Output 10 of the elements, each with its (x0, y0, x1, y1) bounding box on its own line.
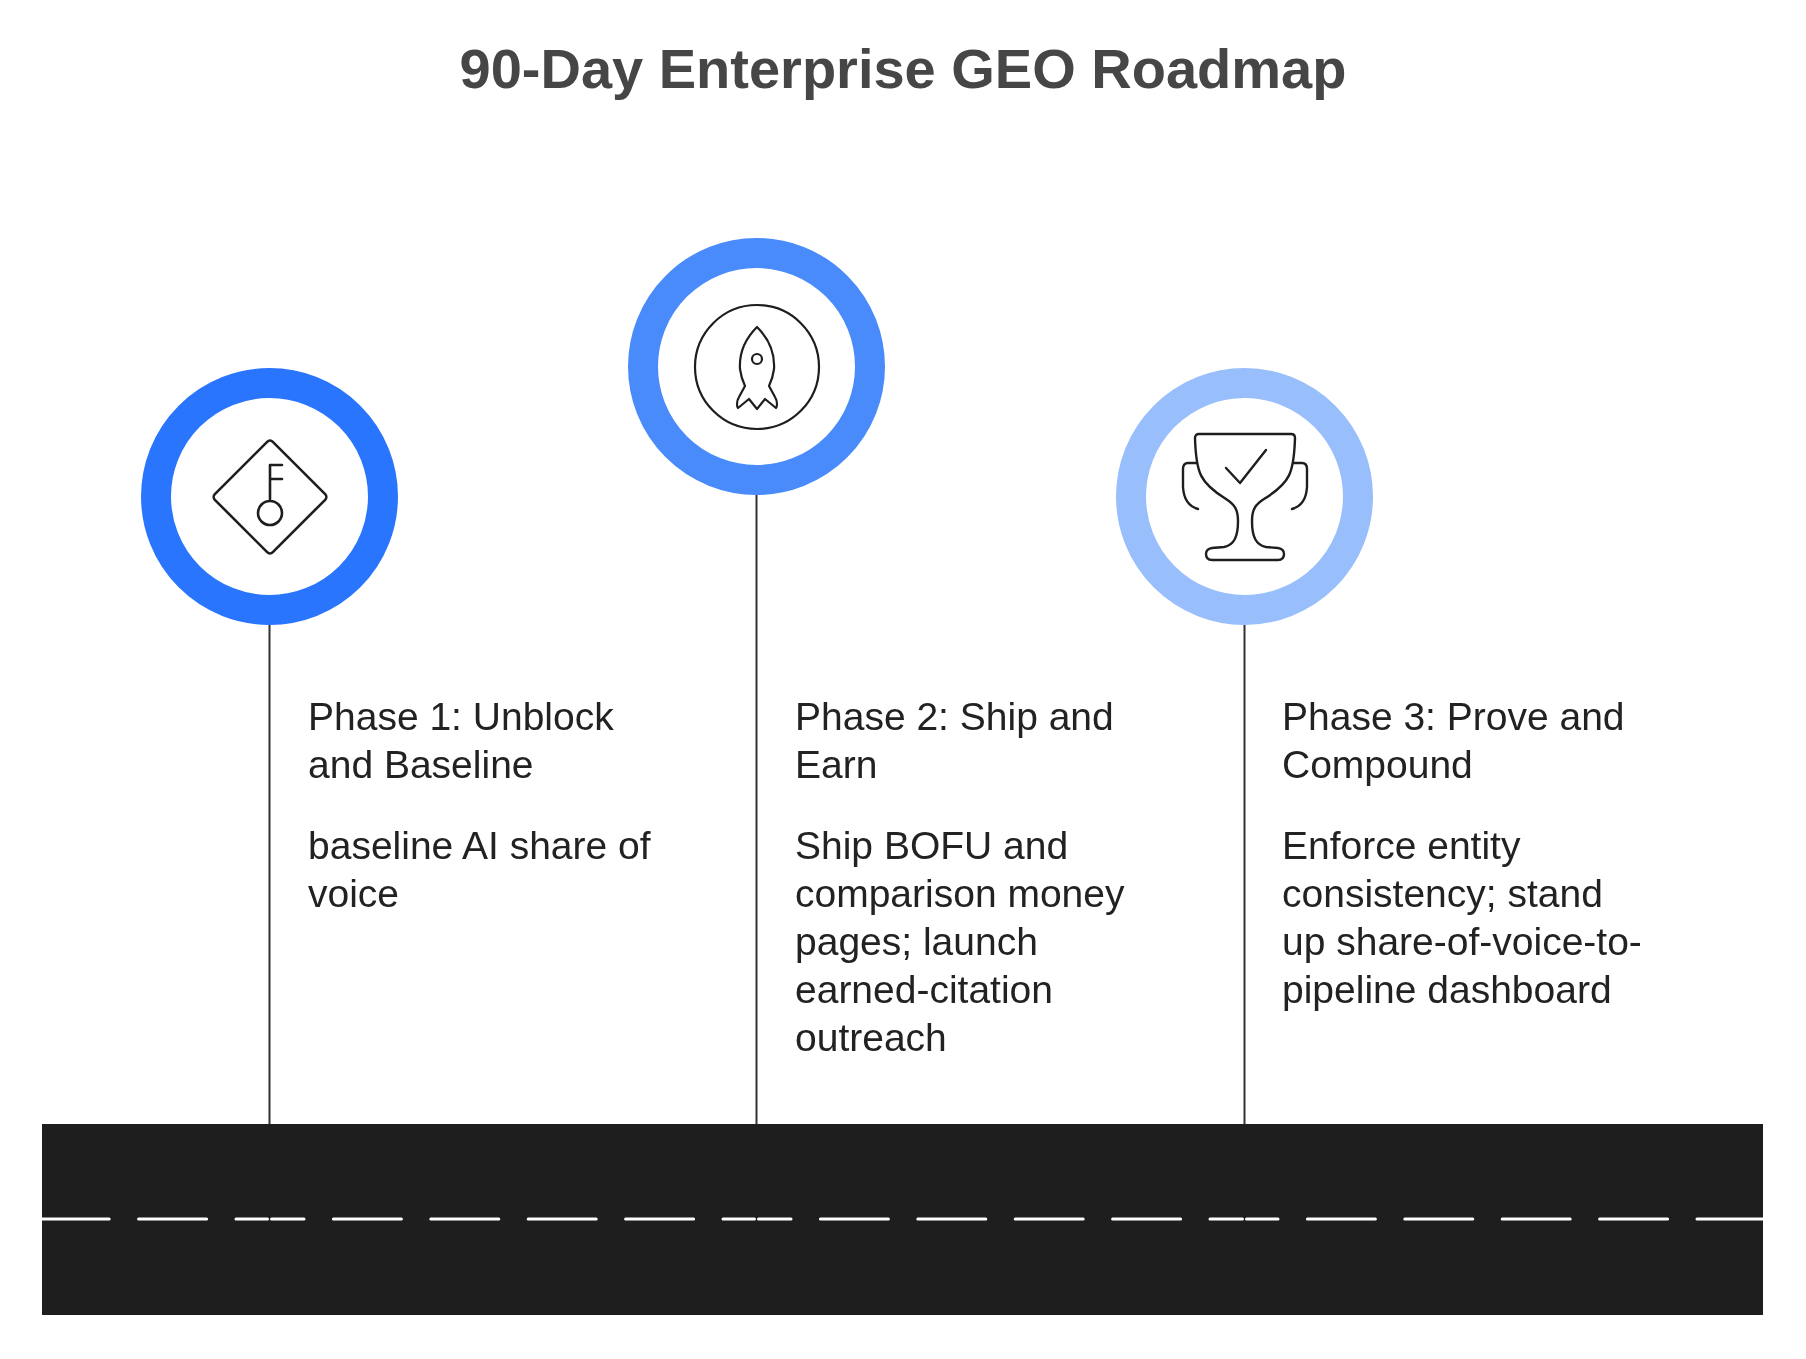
phase-description: baseline AI share of voice (308, 823, 652, 917)
phase-heading: Phase 3: Prove and Compound (1282, 694, 1626, 788)
phase-heading: Phase 1: Unblock and Baseline (308, 694, 615, 788)
phase-description: Ship BOFU and comparison money pages; launch earned-citation outreach (795, 823, 1126, 1061)
connector-line (1243, 624, 1246, 1125)
diagram-title: 90-Day Enterprise GEO Roadmap (459, 36, 1347, 102)
connector-line (268, 624, 271, 1125)
phase-heading: Phase 2: Ship and Earn (795, 694, 1115, 788)
phase-description: Enforce entity consistency; stand up share-of-voice-to-pipeline dashboard (1282, 823, 1643, 1013)
connector-line (755, 494, 758, 1125)
